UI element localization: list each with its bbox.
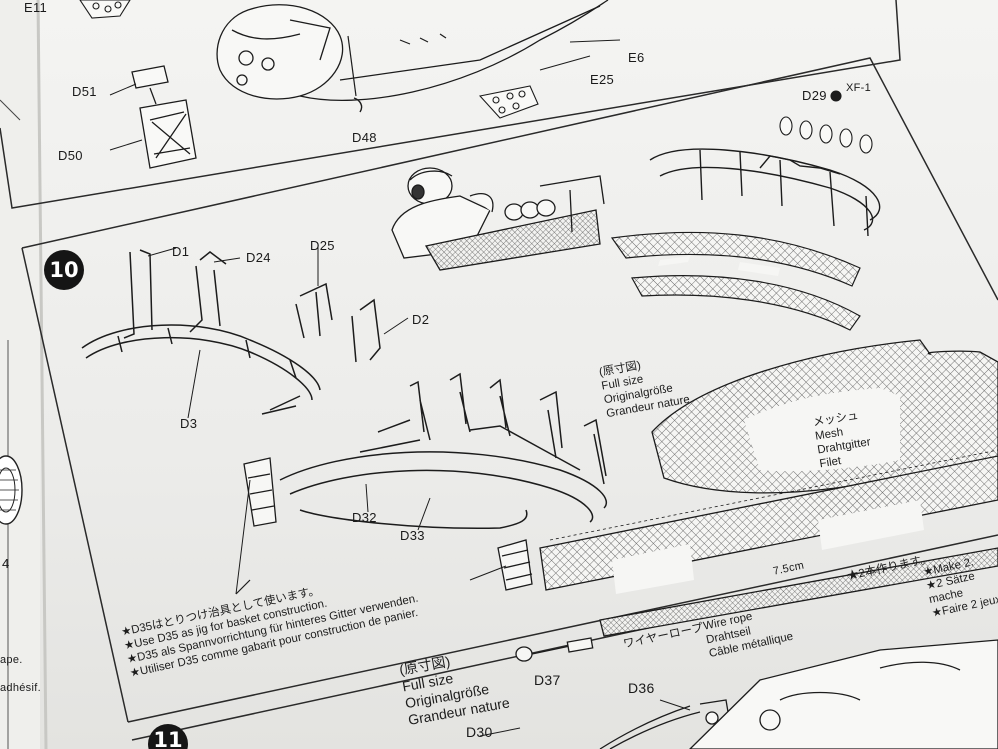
left-page-wheel [0,455,23,525]
label-d29: D29 [802,88,827,103]
step-10-badge: 10 [44,250,84,290]
left-page [0,0,40,749]
panel-top-frame [0,0,901,209]
panel-10-bottom-border [127,534,998,723]
mesh-note: メッシュ Mesh Drahtgitter Filet [812,408,874,472]
d3-leader [187,349,201,419]
part-e25-cluster [478,85,539,119]
d32-d33-leaders [365,483,431,531]
label-xf1: XF-1 [846,82,872,94]
label-e11: E11 [24,0,48,15]
left-margin-four: 4 [2,556,10,571]
turret-drawing [216,0,609,101]
d48-leader [347,35,357,97]
page-gutter [36,0,48,749]
label-d51: D51 [72,84,97,99]
label-d30: D30 [466,724,493,740]
wire-rope-drawing [515,547,998,662]
label-e25: E25 [590,72,615,87]
part-d29-pegs [779,90,873,154]
jerry-can-drawing [109,65,197,169]
part-d48 [353,97,363,113]
left-margin-tape: ape. [0,654,23,666]
label-d25: D25 [310,238,335,253]
left-margin-adhesif: adhésif. [0,682,41,694]
left-page-edge-line [0,99,21,121]
step-11-badge: 11 [148,724,188,749]
mesh-strip-dimension [539,449,998,594]
e-leaders [539,39,621,71]
part-e11-cluster [79,0,131,19]
d36-leader [659,699,691,711]
label-d33: D33 [400,528,425,543]
label-d48: D48 [352,130,377,145]
d35-leaders [235,479,507,595]
label-d3: D3 [180,416,198,431]
mesh-template-full-size [651,339,998,494]
label-e6: E6 [628,50,645,65]
crew-figure-drawing [391,167,605,271]
label-d1: D1 [172,244,190,259]
panel-10-top-border [21,57,998,301]
step10-leaders-a [147,244,409,335]
small-parts-dashes [399,33,447,45]
d35-arrow [235,579,251,595]
panel-10-left-border [21,247,129,723]
mesh-strips-top-right [610,231,861,331]
label-d32: D32 [352,510,377,525]
basket-assembly-drawing [279,372,608,529]
d30-leader [479,727,521,737]
basket-rack-drawing [81,249,381,415]
part-d35-jig [243,457,533,591]
basket-frame-top-right [649,148,881,237]
label-d37: D37 [534,672,561,688]
label-d24: D24 [246,250,271,265]
step11-tank-drawing [599,639,998,749]
label-d50: D50 [58,148,83,163]
label-d2: D2 [412,312,430,327]
label-d36: D36 [628,680,655,696]
